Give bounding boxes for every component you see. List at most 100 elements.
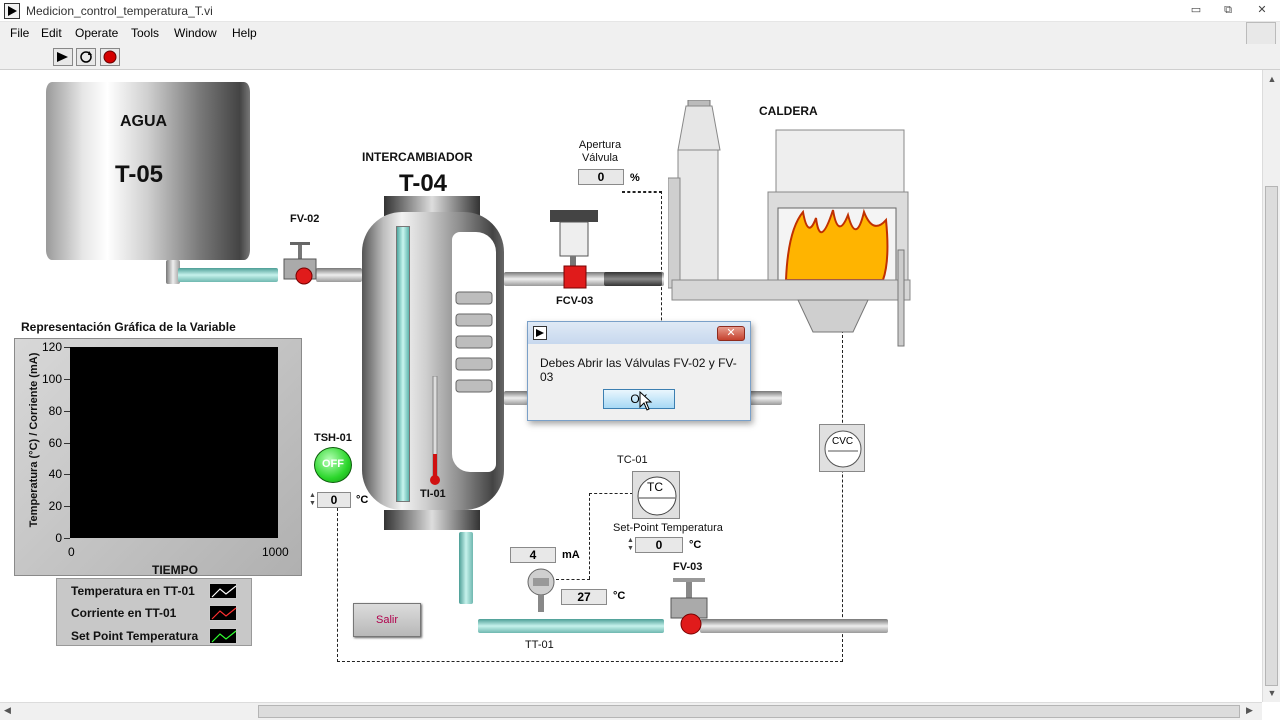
dialog-message: Debes Abrir las Válvulas FV-02 y FV-03 xyxy=(540,356,737,384)
setpoint-unit: °C xyxy=(689,539,702,551)
menu-operate[interactable]: Operate xyxy=(75,26,119,40)
scroll-right-icon[interactable]: ▶ xyxy=(1246,705,1253,715)
salir-button[interactable]: Salir xyxy=(353,603,421,637)
scroll-down-icon[interactable]: ▼ xyxy=(1267,688,1277,698)
tt01-current-unit: mA xyxy=(562,549,580,561)
temp-spinner-icon[interactable]: ▲▼ xyxy=(309,492,316,507)
exchanger-cutaway xyxy=(452,232,496,472)
thermometer-ti01 xyxy=(429,375,441,486)
mouse-cursor-icon xyxy=(639,390,653,411)
x-tick-0: 0 xyxy=(68,545,75,559)
y-tick-mark xyxy=(64,474,70,476)
fv02-valve[interactable] xyxy=(280,242,320,287)
close-window-button[interactable]: ✕ xyxy=(1257,4,1267,16)
signal-line xyxy=(589,493,633,494)
signal-line xyxy=(337,661,843,662)
y-tick-label: 100 xyxy=(41,371,62,386)
scroll-up-icon[interactable]: ▲ xyxy=(1267,74,1277,84)
y-tick-label: 80 xyxy=(48,403,62,418)
chart-ylabel: Temperatura (°C) / Corriente (mA) xyxy=(28,352,40,528)
vertical-scroll-thumb[interactable] xyxy=(1265,186,1278,686)
fcv03-label: FCV-03 xyxy=(556,295,594,307)
setpoint-label: Set-Point Temperatura xyxy=(613,522,723,534)
legend-item: Corriente en TT-01 xyxy=(71,606,177,620)
dialog-close-button[interactable]: ✕ xyxy=(717,326,745,341)
cvc-controller[interactable] xyxy=(819,424,865,472)
legend-swatch[interactable] xyxy=(209,605,237,621)
restore-button[interactable]: ⧉ xyxy=(1224,4,1232,16)
scroll-left-icon[interactable]: ◀ xyxy=(4,705,11,715)
tt01-transmitter xyxy=(524,568,558,612)
water-pipe xyxy=(178,268,278,282)
window-title: Medicion_control_temperatura_T.vi xyxy=(26,4,213,18)
y-tick-label: 120 xyxy=(41,340,62,354)
cvc-symbol: CVC xyxy=(832,436,854,447)
tank-agua-tag: T-05 xyxy=(115,161,164,188)
temp-display-value[interactable]: 0 xyxy=(317,492,351,508)
plot-svg xyxy=(70,347,278,538)
boiler-label: CALDERA xyxy=(759,104,818,118)
exchanger-bottom-cap xyxy=(384,510,480,530)
tc01-controller[interactable] xyxy=(632,471,680,519)
tank-agua xyxy=(46,82,250,260)
labview-vi-icon xyxy=(4,3,20,19)
signal-line xyxy=(589,493,590,579)
y-tick-mark xyxy=(64,442,70,444)
apertura-label-1: Apertura xyxy=(578,139,622,151)
tt01-temp-value: 27 xyxy=(561,589,607,605)
legend-swatch[interactable] xyxy=(209,628,237,644)
tc01-label: TC-01 xyxy=(617,454,648,466)
signal-line xyxy=(556,579,590,580)
tc01-symbol: TC xyxy=(647,480,663,494)
menu-help[interactable]: Help xyxy=(232,26,257,40)
setpoint-value[interactable]: 0 xyxy=(635,537,683,553)
exchanger-tag: T-04 xyxy=(399,170,448,197)
dialog-title-bar: ✕ xyxy=(528,322,750,344)
water-pipe xyxy=(459,532,473,604)
apertura-label-2: Válvula xyxy=(581,152,619,164)
horizontal-scroll-thumb[interactable] xyxy=(258,705,1240,718)
pipe xyxy=(166,260,180,284)
horizontal-scrollbar[interactable]: ◀ ▶ xyxy=(0,702,1262,720)
plot-area xyxy=(70,347,278,538)
ti01-label: TI-01 xyxy=(420,488,446,500)
tt01-current-value: 4 xyxy=(510,547,556,563)
boiler xyxy=(667,99,913,352)
fv02-label: FV-02 xyxy=(290,213,320,225)
alert-dialog: ✕ Debes Abrir las Válvulas FV-02 y FV-03… xyxy=(527,321,751,421)
menu-edit[interactable]: Edit xyxy=(41,26,62,40)
menu-file[interactable]: File xyxy=(10,26,30,40)
menu-window[interactable]: Window xyxy=(174,26,217,40)
level-indicator xyxy=(396,226,410,502)
legend-swatch[interactable] xyxy=(209,583,237,599)
minimize-button[interactable]: ▭ xyxy=(1190,4,1202,16)
menu-tools[interactable]: Tools xyxy=(131,26,160,40)
chart-legend: Temperatura en TT-01 Corriente en TT-01 … xyxy=(56,578,252,646)
signal-line xyxy=(337,508,338,662)
signal-line xyxy=(842,330,843,662)
temp-display-unit: °C xyxy=(356,494,369,506)
abort-icon[interactable] xyxy=(100,48,120,66)
vertical-scrollbar[interactable]: ▲ ▼ xyxy=(1262,70,1280,702)
run-arrow-icon[interactable] xyxy=(53,48,73,66)
fcv03-valve[interactable] xyxy=(548,206,608,292)
exchanger-label: INTERCAMBIADOR xyxy=(362,150,473,164)
pipe xyxy=(504,391,528,405)
setpoint-spinner-icon[interactable]: ▲▼ xyxy=(627,537,634,552)
tt01-temp-unit: °C xyxy=(613,590,626,602)
pipe xyxy=(316,268,362,282)
chart-title: Representación Gráfica de la Variable xyxy=(21,320,236,334)
pipe xyxy=(700,619,888,633)
chart-xlabel: TIEMPO xyxy=(152,563,199,577)
toolbar xyxy=(0,44,1280,70)
y-tick-mark xyxy=(64,538,70,539)
legend-item: Temperatura en TT-01 xyxy=(71,584,195,598)
fv03-valve[interactable] xyxy=(667,578,711,636)
exchanger-top-cap xyxy=(384,196,480,216)
apertura-unit: % xyxy=(630,172,640,184)
run-continuously-icon[interactable] xyxy=(76,48,96,66)
y-tick-mark xyxy=(64,410,70,412)
labview-vi-icon xyxy=(533,326,547,340)
y-tick-mark xyxy=(64,506,70,508)
tsh01-indicator[interactable] xyxy=(314,447,352,483)
